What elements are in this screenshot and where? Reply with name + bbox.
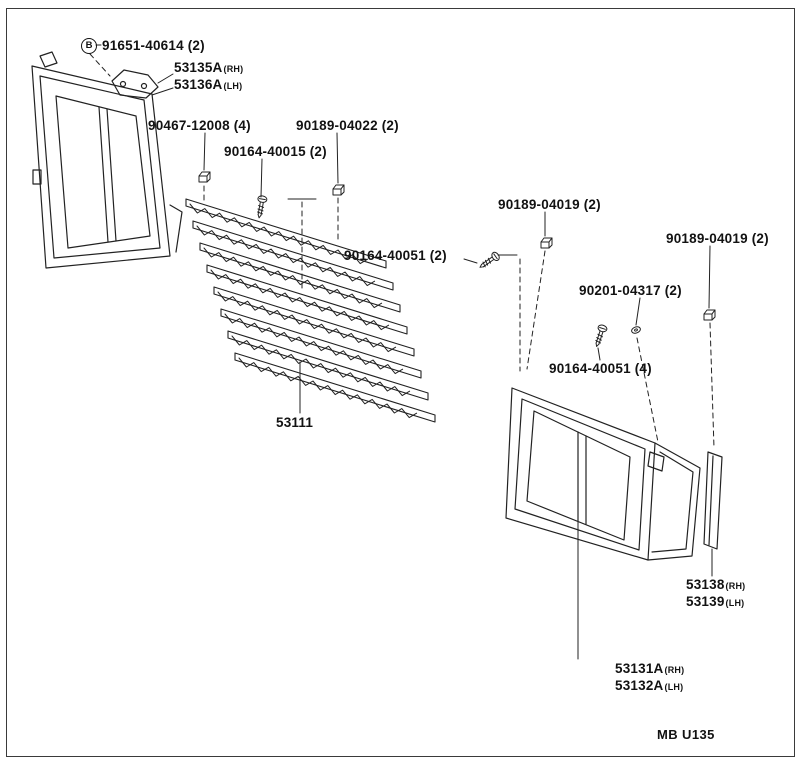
clip-icon-90189-04022 xyxy=(332,184,345,196)
side-suffix: (LH) xyxy=(223,81,243,91)
side-suffix: (RH) xyxy=(725,581,746,591)
page-code: MB U135 xyxy=(657,727,715,742)
part-number: 53138 xyxy=(686,577,725,592)
side-suffix: (RH) xyxy=(664,665,685,675)
clip-icon-90189-04019-b xyxy=(703,309,716,321)
side-suffix: (RH) xyxy=(223,64,244,74)
part-outline-left-panel xyxy=(31,51,183,269)
part-number: 53131A xyxy=(615,661,664,676)
part-label-53111: 53111 xyxy=(276,415,314,430)
dashed-leader-lines xyxy=(89,53,715,449)
part-label-53132a: 53132A(LH) xyxy=(615,678,684,695)
part-grille-53111 xyxy=(185,198,436,423)
part-label-90189-04022: 90189-04022 (2) xyxy=(296,118,399,133)
part-label-53138-53139: 53138(RH) 53139(LH) xyxy=(686,577,745,611)
part-molding-53138 xyxy=(703,451,723,550)
part-grille-frame-53131 xyxy=(505,387,701,561)
part-label-90201-04317: 90201-04317 (2) xyxy=(579,283,682,298)
screw-icon-90164-40051-2 xyxy=(476,250,502,272)
fastener-icons xyxy=(198,171,716,349)
part-label-53135a: 53135A(RH) xyxy=(174,60,243,77)
part-label-90164-40015: 90164-40015 (2) xyxy=(224,144,327,159)
part-number: 53135A xyxy=(174,60,223,75)
part-label-91651-40614: 91651-40614 (2) xyxy=(102,38,205,53)
part-number: 53139 xyxy=(686,594,725,609)
part-label-90189-04019-left: 90189-04019 (2) xyxy=(498,197,601,212)
grommet-icon-90201 xyxy=(630,325,642,335)
part-label-53138: 53138(RH) xyxy=(686,577,745,594)
part-label-53131a: 53131A(RH) xyxy=(615,661,684,678)
leader-lines xyxy=(95,44,713,660)
part-label-53136a: 53136A(LH) xyxy=(174,77,243,94)
part-label-53139: 53139(LH) xyxy=(686,594,745,611)
part-label-53131a-53132a: 53131A(RH) 53132A(LH) xyxy=(615,661,684,695)
part-number: 53132A xyxy=(615,678,664,693)
clip-icon-90467 xyxy=(198,171,211,183)
part-bracket-53135 xyxy=(111,69,159,99)
part-label-90164-40051-x4: 90164-40051 (4) xyxy=(549,361,652,376)
part-label-90189-04019-right: 90189-04019 (2) xyxy=(666,231,769,246)
fastener-badge-b: B xyxy=(81,38,97,54)
screw-icon-90164-40051-4 xyxy=(591,323,609,349)
side-suffix: (LH) xyxy=(664,682,684,692)
side-suffix: (LH) xyxy=(725,598,745,608)
part-label-53135a-53136a: 53135A(RH) 53136A(LH) xyxy=(174,60,243,94)
part-label-90164-40051-x2: 90164-40051 (2) xyxy=(344,248,447,263)
part-label-90467-12008: 90467-12008 (4) xyxy=(148,118,251,133)
part-number: 53136A xyxy=(174,77,223,92)
screw-icon-90164-40015 xyxy=(254,194,268,220)
clip-icon-90189-04019-a xyxy=(540,237,553,249)
